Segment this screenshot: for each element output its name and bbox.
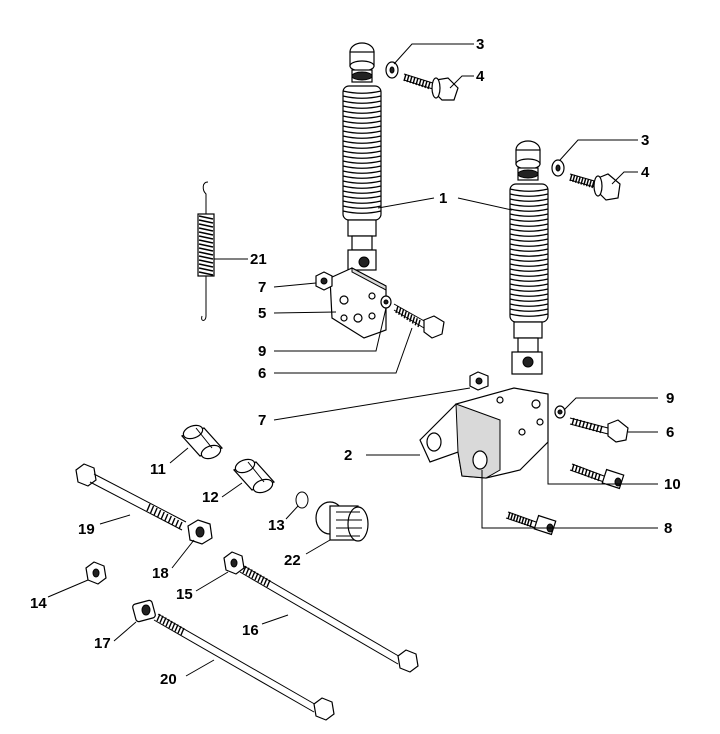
bushing-11 xyxy=(180,424,224,460)
spring-21 xyxy=(197,181,215,321)
callout-5: 5 xyxy=(258,305,266,322)
spring-coils xyxy=(509,188,549,317)
callout-4-right: 4 xyxy=(641,164,650,181)
washer-9-left xyxy=(380,295,392,309)
bolt-10 xyxy=(569,463,625,490)
bolt-16 xyxy=(239,565,419,673)
callout-12: 12 xyxy=(202,489,219,506)
callout-22: 22 xyxy=(284,552,301,569)
rubber-bushing-22 xyxy=(315,501,369,542)
nut-7-left xyxy=(315,271,333,291)
washer-9-right xyxy=(554,405,566,419)
callout-3-right: 3 xyxy=(641,132,649,149)
callout-labels: 3 4 3 4 1 21 7 5 9 6 7 9 2 6 11 10 12 13… xyxy=(30,36,681,688)
callout-9-right: 9 xyxy=(666,390,674,407)
nut-18 xyxy=(187,519,213,545)
left-shock-absorber xyxy=(342,42,382,271)
spacer-17 xyxy=(132,599,156,623)
bolt-19 xyxy=(75,463,187,531)
callout-3-left: 3 xyxy=(476,36,484,53)
bushing-12 xyxy=(232,458,276,494)
bolt-8 xyxy=(505,511,557,536)
callout-2: 2 xyxy=(344,447,352,464)
callout-6-right: 6 xyxy=(666,424,674,441)
bolt-6-right xyxy=(569,417,629,443)
nut-15 xyxy=(223,551,245,575)
bracket-2 xyxy=(419,387,549,479)
bolt-6-left xyxy=(393,303,445,339)
callout-14: 14 xyxy=(30,595,47,612)
callout-13: 13 xyxy=(268,517,285,534)
callout-1: 1 xyxy=(439,190,447,207)
washer-3-right xyxy=(551,159,565,177)
leader-lines xyxy=(47,43,658,677)
nut-7-right xyxy=(469,371,489,391)
callout-21: 21 xyxy=(250,251,267,268)
callout-10: 10 xyxy=(664,476,681,493)
callout-7-left: 7 xyxy=(258,279,266,296)
spring-coils xyxy=(342,90,382,214)
callout-6-left: 6 xyxy=(258,365,266,382)
callout-11: 11 xyxy=(150,461,166,478)
bracket-5 xyxy=(329,267,387,339)
callout-15: 15 xyxy=(176,586,193,603)
right-shock-absorber xyxy=(509,140,549,375)
nut-14 xyxy=(85,561,107,585)
callout-17: 17 xyxy=(94,635,111,652)
callout-19: 19 xyxy=(78,521,95,538)
bolt-4-right xyxy=(569,173,621,201)
bolt-4-left xyxy=(403,73,459,101)
washer-3-left xyxy=(385,61,399,79)
callout-16: 16 xyxy=(242,622,259,639)
callout-18: 18 xyxy=(152,565,169,582)
callout-8: 8 xyxy=(664,520,672,537)
callout-9-left: 9 xyxy=(258,343,266,360)
bolt-20 xyxy=(153,613,335,721)
callout-20: 20 xyxy=(160,671,177,688)
o-ring-13 xyxy=(295,491,309,509)
callout-4-left: 4 xyxy=(476,68,485,85)
callout-7-right: 7 xyxy=(258,412,266,429)
